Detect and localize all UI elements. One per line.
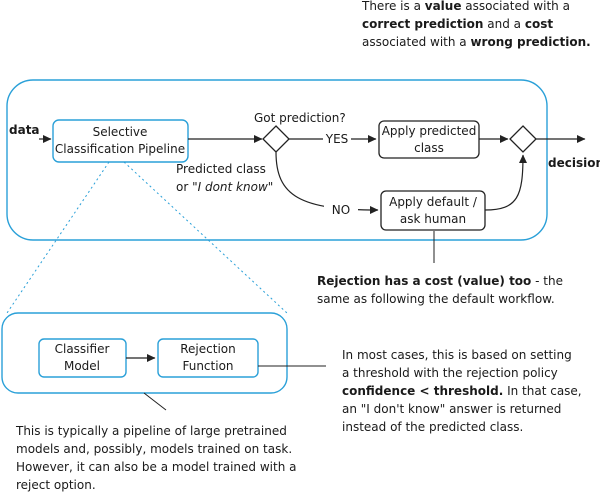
yes-label-bg bbox=[323, 131, 351, 147]
rejection-cost-note-2: same as following the default workflow. bbox=[317, 292, 555, 306]
svg-text:an "I don't know" answer is re: an "I don't know" answer is returned bbox=[342, 402, 561, 416]
svg-text:However, it can also be a mode: However, it can also be a model trained … bbox=[16, 460, 296, 474]
policy-note: In most cases, this is based on setting … bbox=[342, 348, 582, 434]
pipeline-container bbox=[6, 79, 548, 241]
rejection-cost-note-1: Rejection has a cost (value) too - the bbox=[317, 274, 563, 288]
apply-predicted-label-1: Apply predicted bbox=[382, 124, 477, 138]
classifier-model-label-2: Model bbox=[64, 359, 100, 373]
svg-text:confidence < threshold. In tha: confidence < threshold. In that case, bbox=[342, 384, 582, 398]
pipeline-detail-note: This is typically a pipeline of large pr… bbox=[15, 424, 296, 492]
merge-gateway bbox=[509, 125, 537, 153]
svg-text:reject option.: reject option. bbox=[16, 478, 96, 492]
default-to-merge-arrow bbox=[484, 154, 527, 211]
decision-label: decision bbox=[548, 156, 600, 170]
prediction-gateway bbox=[262, 125, 290, 153]
classifier-model-label-1: Classifier bbox=[55, 342, 110, 356]
no-label: NO bbox=[332, 203, 350, 217]
rejection-function-label-1: Rejection bbox=[180, 342, 235, 356]
rejection-function-box bbox=[157, 338, 259, 378]
svg-text:models and, possibly, models t: models and, possibly, models trained on … bbox=[16, 442, 292, 456]
rejection-function-label-2: Function bbox=[182, 359, 233, 373]
yes-label: YES bbox=[325, 132, 349, 146]
output-label-2: or "I dont know" bbox=[176, 180, 273, 194]
svg-text:a threshold with the rejection: a threshold with the rejection policy bbox=[342, 366, 558, 380]
no-arrow bbox=[275, 151, 379, 214]
svg-text:instead of the predicted class: instead of the predicted class. bbox=[342, 420, 523, 434]
apply-default-label-1: Apply default / bbox=[389, 195, 478, 209]
bottom-note-pointer bbox=[143, 392, 167, 411]
got-prediction-label: Got prediction? bbox=[254, 111, 346, 125]
zoom-guide-right bbox=[123, 161, 288, 314]
output-label-1: Predicted class bbox=[176, 162, 266, 176]
selective-pipeline-label-2: Classification Pipeline bbox=[55, 142, 185, 156]
selective-pipeline-label-1: Selective bbox=[93, 125, 148, 139]
svg-text:In most cases, this is based o: In most cases, this is based on setting bbox=[342, 348, 572, 362]
selective-pipeline-box bbox=[52, 119, 189, 163]
svg-text:This is typically a pipeline o: This is typically a pipeline of large pr… bbox=[15, 424, 287, 438]
zoom-guide-left bbox=[6, 161, 110, 314]
apply-default-label-2: ask human bbox=[400, 212, 466, 226]
svg-text:correct prediction and a cost: correct prediction and a cost bbox=[362, 17, 553, 31]
value-cost-note: There is a value associated with a corre… bbox=[361, 0, 591, 49]
data-input-label: data bbox=[9, 123, 40, 137]
svg-text:associated with a wrong predic: associated with a wrong prediction. bbox=[362, 35, 591, 49]
no-label-bg bbox=[324, 202, 358, 218]
apply-predicted-label-2: class bbox=[414, 141, 444, 155]
svg-text:There is a value associated wi: There is a value associated with a bbox=[361, 0, 570, 13]
